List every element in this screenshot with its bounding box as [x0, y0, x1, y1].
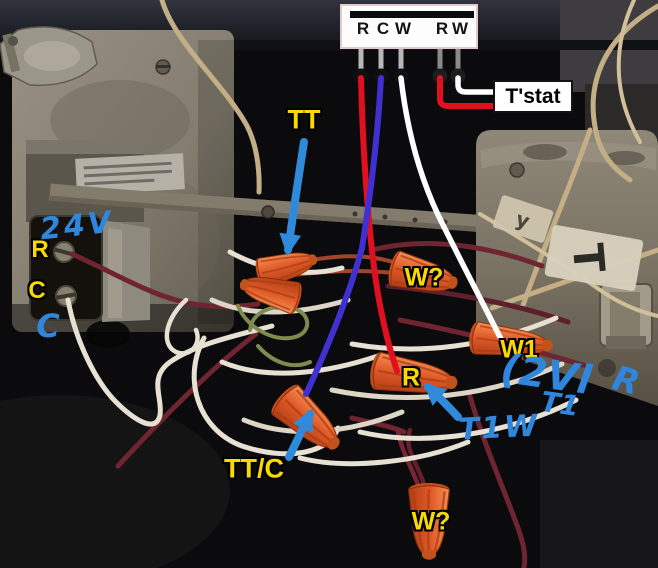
handwriting-c: C	[36, 307, 60, 345]
terminal-label-w1: W	[394, 19, 412, 38]
handwriting-t1w: T1W	[457, 408, 541, 448]
conduit-bracket	[49, 183, 487, 233]
tt-c-arrow	[285, 408, 314, 461]
tstat-label: T'stat	[493, 80, 573, 113]
terminal-strip-bar	[350, 11, 474, 18]
tt-arrow	[279, 138, 308, 256]
terminal-screw-r	[53, 241, 75, 263]
label-tt: TT	[287, 104, 321, 135]
annotation-red-wire-r	[358, 75, 400, 374]
terminal-label-r1: R	[356, 19, 370, 38]
annotation-red-wire-tstat	[437, 75, 496, 109]
handwriting-t1: T1	[538, 384, 582, 424]
transformer	[26, 140, 185, 322]
terminal-label-r2: R	[435, 19, 449, 38]
photo-wires	[65, 0, 658, 568]
label-r: R	[401, 363, 421, 392]
annotation-blue-wire-c	[303, 75, 384, 397]
t1w-arrow	[423, 382, 462, 421]
left-junction-box	[0, 26, 234, 348]
terminal-label-c: C	[376, 19, 390, 38]
terminal-stems	[353, 47, 466, 84]
label-w-lower: W?	[411, 507, 451, 536]
tape-flag-t-text: T	[563, 242, 614, 275]
label-transformer-r: R	[31, 236, 49, 263]
label-tt-c: TT/C	[224, 453, 284, 484]
annotation-white-wire-tstat	[455, 75, 496, 95]
label-w-upper: W?	[404, 263, 444, 292]
terminal-screw-c	[55, 285, 77, 307]
label-w1: W1	[500, 335, 538, 364]
annotation-white-wire-w	[398, 75, 504, 342]
label-transformer-c: C	[28, 277, 46, 304]
terminal-label-w2: W	[451, 19, 469, 38]
thermostat-terminal-diagram: R C W R W	[340, 4, 478, 49]
tape-flags: y T	[492, 195, 644, 291]
